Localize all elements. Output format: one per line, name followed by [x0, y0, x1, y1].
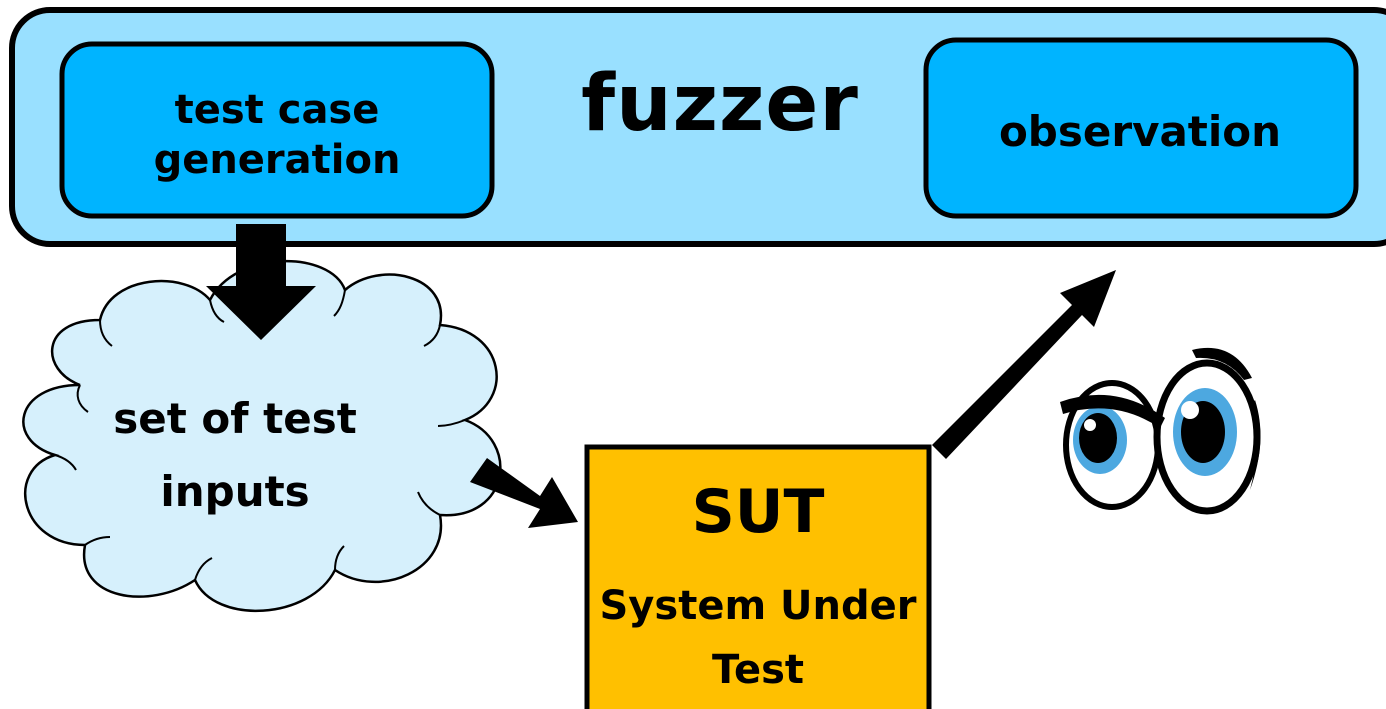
- sut-box: [584, 444, 932, 709]
- sut-title: SUT: [691, 476, 825, 547]
- observation-box: [923, 37, 1359, 219]
- sut-subtitle: System Under Test: [599, 582, 917, 693]
- test-case-generation-box: [59, 41, 495, 219]
- test-inputs-cloud: [22, 260, 502, 613]
- arrow-inputs-to-sut: [470, 458, 578, 528]
- test-case-generation-label: test case generation: [153, 87, 401, 183]
- test-inputs-label: set of test inputs: [113, 393, 357, 517]
- arrow-generation-to-inputs: [206, 224, 316, 340]
- arrow-sut-to-observation: [932, 270, 1116, 459]
- observation-label: observation: [998, 106, 1282, 156]
- fuzzer-title: fuzzer: [581, 59, 859, 150]
- cartoon-eyes-icon: [1060, 347, 1261, 515]
